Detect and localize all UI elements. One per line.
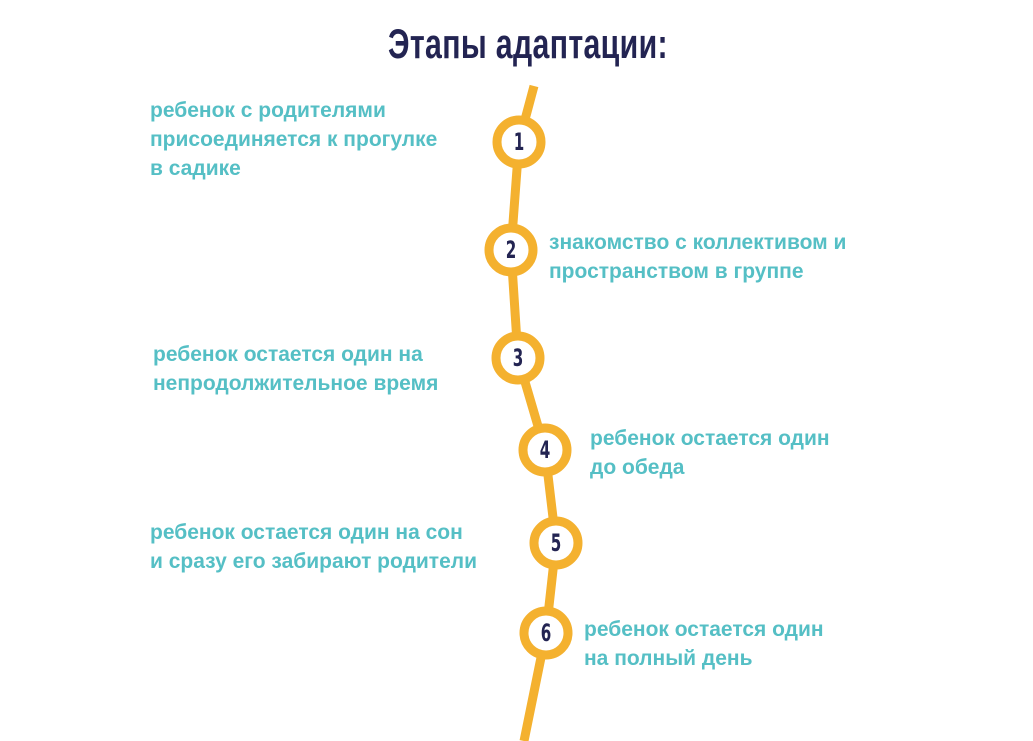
stage-3-number: 3 — [512, 344, 524, 372]
stage-1-label: ребенок с родителями присоединяется к пр… — [150, 99, 438, 180]
stage-node-6-circle — [519, 606, 573, 660]
stage-5-label: ребенок остается один на сон и сразу его… — [150, 521, 478, 573]
diagram-title: Этапы адаптации: — [388, 20, 668, 67]
stage-4-number: 4 — [539, 436, 551, 464]
stage-node-markers — [484, 115, 583, 660]
stage-node-5-circle — [529, 516, 583, 570]
stage-node-2-circle — [484, 223, 538, 277]
stage-2-label: знакомство с коллективом и пространством… — [549, 231, 847, 283]
stage-node-1-circle — [492, 115, 546, 169]
stage-1-number: 1 — [513, 128, 525, 156]
stage-node-3-circle — [491, 331, 545, 385]
stage-node-4-circle — [518, 423, 572, 477]
stage-2-number: 2 — [505, 236, 517, 264]
stage-5-number: 5 — [550, 529, 562, 557]
stage-4-label: ребенок остается один до обеда — [590, 427, 830, 479]
stage-3-label: ребенок остается один на непродолжительн… — [153, 343, 439, 395]
stage-6-label: ребенок остается один на полный день — [584, 618, 824, 670]
stage-6-number: 6 — [540, 619, 552, 647]
